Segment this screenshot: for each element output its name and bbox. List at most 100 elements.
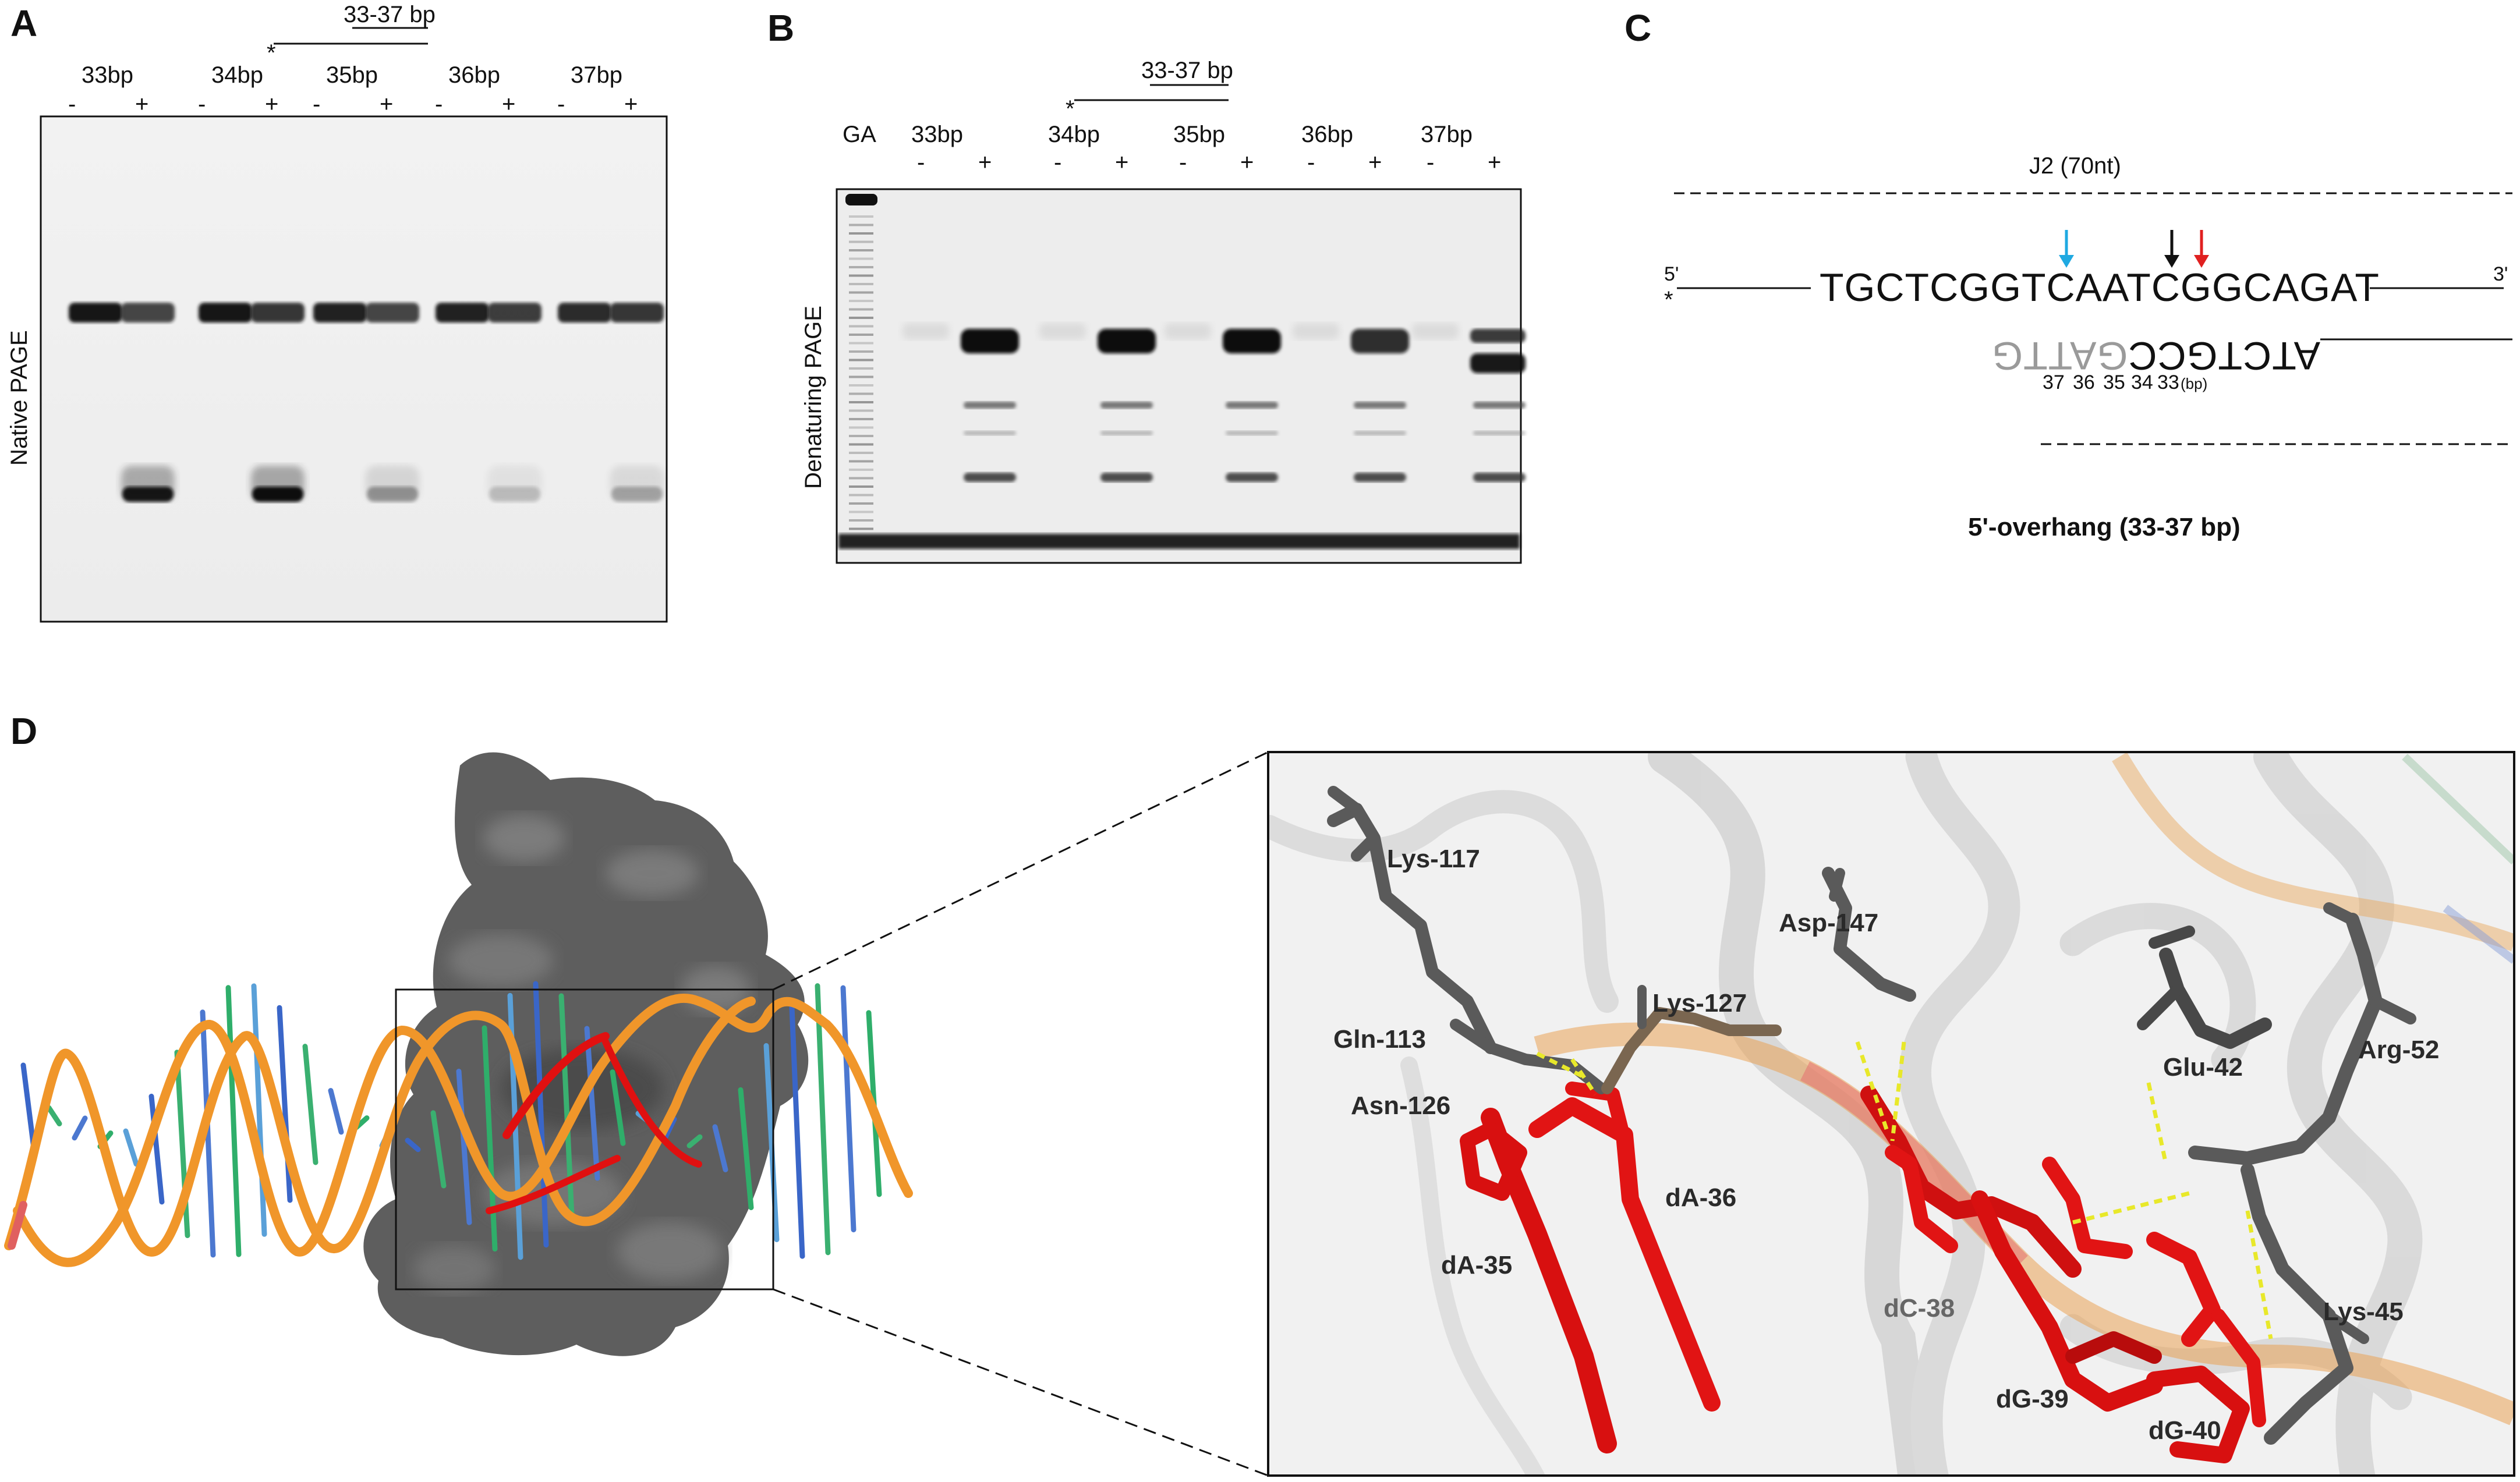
dna-base-pair: [200, 1009, 216, 1258]
label-lys127: Lys-127: [1652, 989, 1747, 1017]
gel-band: [251, 303, 305, 322]
panel-c-position-label: 35: [2103, 371, 2125, 393]
panel-b-plus-minus-labels: -+-+-+-+-+: [917, 150, 1501, 175]
gel-band: [1473, 402, 1526, 409]
gel-band: [436, 303, 489, 322]
panel-a-star: *: [267, 40, 276, 66]
panel-b-label: B: [767, 7, 794, 49]
dna-base-pair: [277, 1005, 293, 1203]
panel-b-minus-label: -: [1054, 150, 1061, 175]
panel-a-plus-label: +: [624, 91, 638, 117]
panel-d: D: [4, 710, 2515, 1477]
ladder-band: [849, 392, 873, 395]
ladder-band: [849, 367, 873, 370]
panel-c-title: J2 (70nt): [2029, 153, 2121, 179]
panel-b-gel-label: Denaturing PAGE: [801, 306, 826, 489]
ladder-band: [849, 527, 873, 530]
label-glu42: Glu-42: [2163, 1053, 2243, 1082]
panel-a-plus-label: +: [380, 91, 393, 117]
gel-band: [488, 303, 541, 322]
zoom-line-top: [773, 751, 1269, 991]
panel-a-plus-label: +: [502, 91, 515, 117]
ladder-band: [849, 426, 873, 429]
ladder-band: [849, 519, 873, 522]
label-da36: dA-36: [1665, 1183, 1736, 1212]
dna-base-pair: [840, 985, 856, 1233]
panel-a-bands: [69, 303, 664, 502]
dna-base-pair: [20, 1062, 37, 1151]
ladder-band: [849, 232, 873, 235]
gel-band: [1470, 353, 1526, 373]
zoom-line-bottom: [773, 1288, 1269, 1477]
gel-band: [964, 402, 1016, 409]
panel-b-lane-label: 34bp: [1048, 122, 1100, 147]
ladder-band: [849, 401, 873, 403]
panel-c-label: C: [1624, 7, 1651, 49]
panel-b-minus-label: -: [1307, 150, 1315, 175]
gel-band: [366, 303, 419, 322]
label-dg40: dG-40: [2149, 1416, 2221, 1445]
black-arrow-icon: [2164, 230, 2179, 268]
ladder-band: [849, 435, 873, 437]
gel-band: [1100, 473, 1153, 482]
panel-b-bands: [838, 194, 1526, 549]
gel-band: [1351, 329, 1409, 353]
panel-a-plus-label: +: [265, 91, 278, 117]
panel-b-minus-label: -: [917, 150, 925, 175]
panel-a-bracket-label: 33-37 bp: [344, 2, 436, 27]
panel-a-lane-label: 37bp: [571, 62, 622, 88]
ladder-band: [849, 283, 873, 285]
label-lys45: Lys-45: [2323, 1297, 2404, 1326]
ladder-band: [849, 291, 873, 294]
dna-helix: [4, 981, 913, 1267]
panel-c-three-prime: 3': [2493, 263, 2508, 285]
dna-base-pair: [251, 983, 267, 1237]
panel-b-gel: [836, 188, 1522, 564]
gel-band: [313, 303, 367, 322]
gel-band: [1470, 329, 1526, 343]
cyan-arrow-icon: [2059, 230, 2074, 268]
gel-band: [252, 487, 303, 502]
panel-a-minus-label: -: [198, 91, 206, 117]
gel-band: [1100, 402, 1153, 409]
ladder-band: [849, 460, 873, 463]
label-lys117: Lys-117: [1387, 845, 1480, 873]
gel-band: [1354, 473, 1406, 482]
gel-band: [69, 303, 122, 322]
gel-band: [1226, 402, 1278, 409]
panel-a-minus-label: -: [313, 91, 320, 117]
label-gln113: Gln-113: [1333, 1025, 1426, 1054]
protein-residues: [1327, 786, 2416, 1445]
panel-c: C J2 (70nt) 5' * TGCTCGGTCAATCGGCAGAT 3'…: [1624, 7, 2512, 541]
dna-base-pair: [763, 1043, 780, 1243]
ladder-band: [849, 418, 873, 420]
dna-base-pair: [584, 1026, 600, 1181]
red-arrow-icon: [2194, 230, 2209, 268]
gel-band: [1473, 473, 1526, 482]
panel-a-minus-label: -: [435, 91, 443, 117]
ladder-band: [849, 224, 873, 226]
ladder-band: [849, 384, 873, 387]
ladder-band: [849, 334, 873, 336]
ladder-band: [849, 317, 873, 319]
zoom-panel: Lys-117 Gln-113 Lys-127 Asn-126 Asp-147 …: [1267, 751, 2515, 1477]
label-asn126: Asn-126: [1351, 1091, 1450, 1120]
panel-c-bottom-sequence: ATCTGCCGATTG: [1991, 334, 2320, 378]
gel-band: [610, 303, 664, 322]
ladder-band: [849, 485, 873, 488]
gel-smear: [902, 323, 949, 339]
panel-a-gel-label: Native PAGE: [6, 330, 32, 466]
dna-base-pair: [123, 1128, 139, 1167]
panel-a-plus-minus-labels: -+-+-+-+-+: [68, 91, 638, 117]
ladder-band: [849, 274, 873, 277]
panel-b-minus-label: -: [1179, 150, 1187, 175]
ladder-band: [849, 249, 873, 251]
gel-band: [558, 303, 611, 322]
dna-base-pair: [328, 1088, 344, 1135]
panel-b-star: *: [1066, 96, 1075, 122]
